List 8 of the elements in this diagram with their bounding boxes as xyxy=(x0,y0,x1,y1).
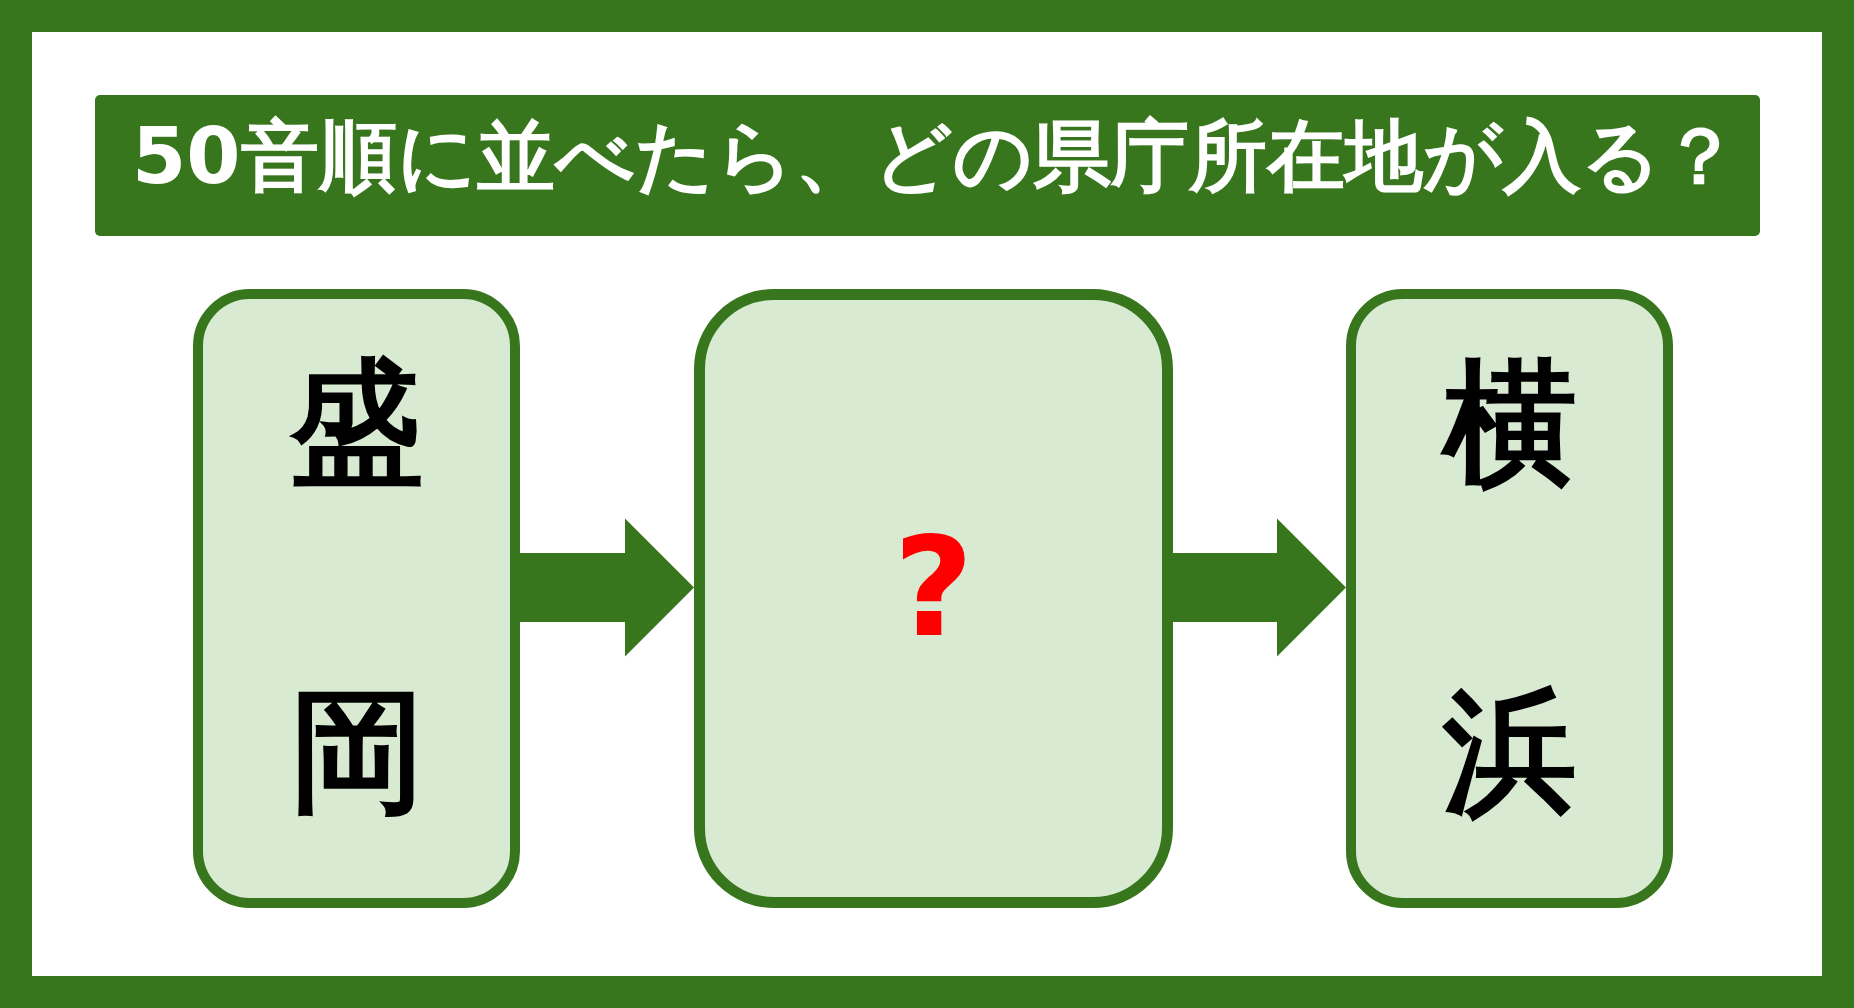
question-mark: ? xyxy=(893,518,974,657)
arrow xyxy=(520,518,694,657)
rounded-box xyxy=(1346,289,1673,908)
title: 50音順に並べたら、どの県庁所在地が入る？ xyxy=(132,117,1739,195)
rounded-box xyxy=(694,289,1173,908)
arrow xyxy=(1173,518,1346,657)
place-name: 盛岡 xyxy=(289,356,424,819)
rounded-box xyxy=(193,289,520,908)
